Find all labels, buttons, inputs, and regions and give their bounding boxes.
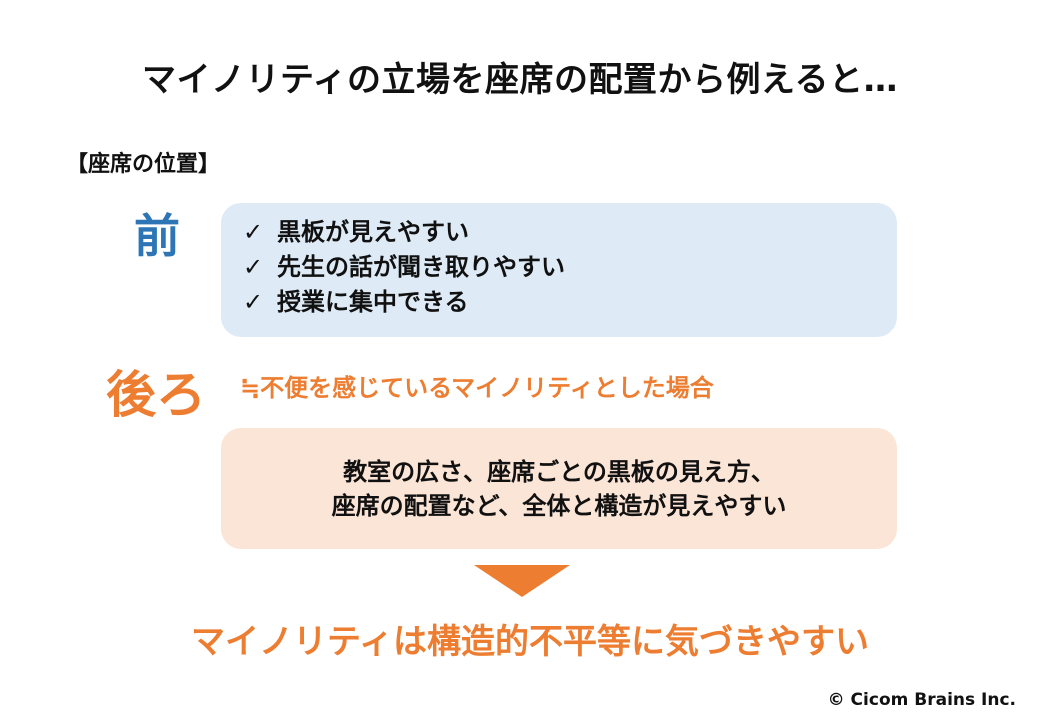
back-seat-label: 後ろ — [106, 366, 206, 424]
list-item-text: 授業に集中できる — [277, 288, 469, 316]
front-seat-label: 前 — [134, 209, 180, 263]
check-icon: ✓ — [243, 218, 264, 246]
back-perspective-line-1: 教室の広さ、座席ごとの黒板の見え方、 — [343, 457, 775, 486]
list-item-text: 先生の話が聞き取りやすい — [277, 253, 565, 281]
list-item: ✓ 先生の話が聞き取りやすい — [243, 250, 565, 285]
back-perspective-line-2: 座席の配置など、全体と構造が見えやすい — [331, 491, 787, 520]
list-item: ✓ 授業に集中できる — [243, 285, 565, 320]
slide-title: マイノリティの立場を座席の配置から例えると… — [142, 60, 898, 100]
list-item-text: 黒板が見えやすい — [277, 218, 469, 246]
front-benefits-list: ✓ 黒板が見えやすい ✓ 先生の話が聞き取りやすい ✓ 授業に集中できる — [243, 215, 565, 320]
list-item: ✓ 黒板が見えやすい — [243, 215, 565, 250]
down-triangle-arrow-icon — [474, 565, 570, 597]
section-label: 【座席の位置】 — [66, 152, 221, 177]
check-icon: ✓ — [243, 253, 264, 281]
back-seat-note: ≒不便を感じているマイノリティとした場合 — [240, 374, 714, 402]
back-perspective-box: 教室の広さ、座席ごとの黒板の見え方、 座席の配置など、全体と構造が見えやすい — [221, 428, 897, 549]
copyright-notice: © Cicom Brains Inc. — [827, 690, 1016, 710]
conclusion-text: マイノリティは構造的不平等に気づきやすい — [191, 622, 869, 662]
check-icon: ✓ — [243, 288, 264, 316]
front-benefits-box: ✓ 黒板が見えやすい ✓ 先生の話が聞き取りやすい ✓ 授業に集中できる — [221, 203, 897, 337]
